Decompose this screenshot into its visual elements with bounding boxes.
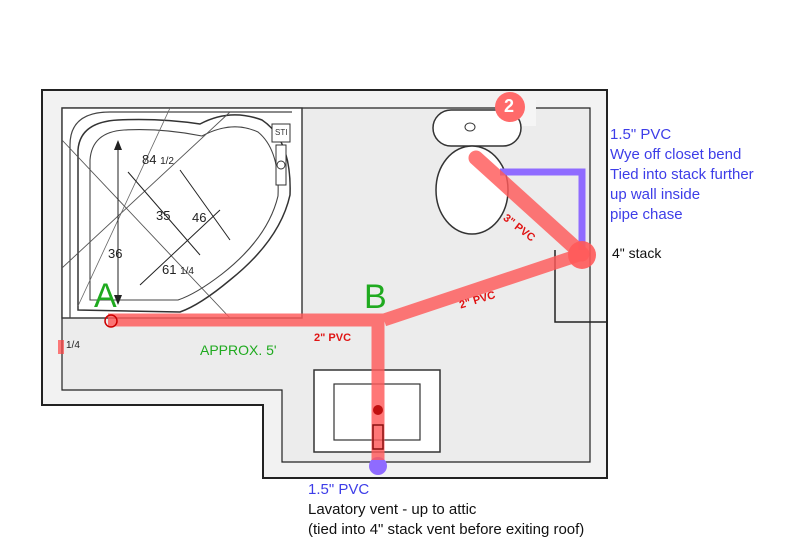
lav-vent-size: 1.5" PVC (308, 481, 370, 498)
lav-trap (372, 424, 384, 450)
toilet-vent-note-line: up wall inside (610, 186, 701, 203)
label-2in-main: 2" PVC (314, 332, 352, 344)
lav-vent-line1: Lavatory vent - up to attic (308, 501, 477, 518)
stack-4in (568, 241, 596, 269)
dim-35: 35 (156, 208, 171, 223)
toilet-vent-pipe (500, 168, 586, 250)
lav-vent-line2: (tied into 4" stack vent before exiting … (308, 521, 585, 538)
label-4in-stack: 4" stack (612, 245, 662, 261)
marker-2: 2 (504, 96, 515, 116)
label-distance: APPROX. 5' (200, 342, 277, 358)
lav-drain (373, 405, 383, 415)
toilet-vent-note-line: 1.5" PVC (610, 126, 672, 143)
corner-tub (61, 107, 303, 319)
dim-61: 61 1/4 (162, 262, 194, 277)
marker-b: B (364, 278, 387, 316)
toilet-vent-note: 1.5" PVC Wye off closet bend Tied into s… (610, 125, 754, 225)
lav-vent-note: 1.5" PVC Lavatory vent - up to attic (ti… (308, 480, 584, 540)
dim-84: 84 1/2 (142, 152, 174, 167)
tub-drain-a (104, 314, 118, 328)
marker-a: A (94, 277, 117, 315)
edge-mark (58, 340, 64, 354)
fixture-2-marker (495, 92, 525, 122)
tub-fixture-tag: STI (275, 128, 288, 137)
toilet-vent-note-line: pipe chase (610, 206, 683, 223)
dim-36: 36 (108, 246, 123, 261)
lavatory-vent-end (369, 457, 387, 475)
drain-pipes (108, 150, 590, 460)
dim-edge-frac: 1/4 (66, 340, 80, 351)
pipe-chase-wall (554, 250, 607, 323)
toilet-vent-note-line: Tied into stack further (610, 166, 754, 183)
toilet-vent-note-line: Wye off closet bend (610, 146, 742, 163)
dim-46: 46 (192, 210, 207, 225)
